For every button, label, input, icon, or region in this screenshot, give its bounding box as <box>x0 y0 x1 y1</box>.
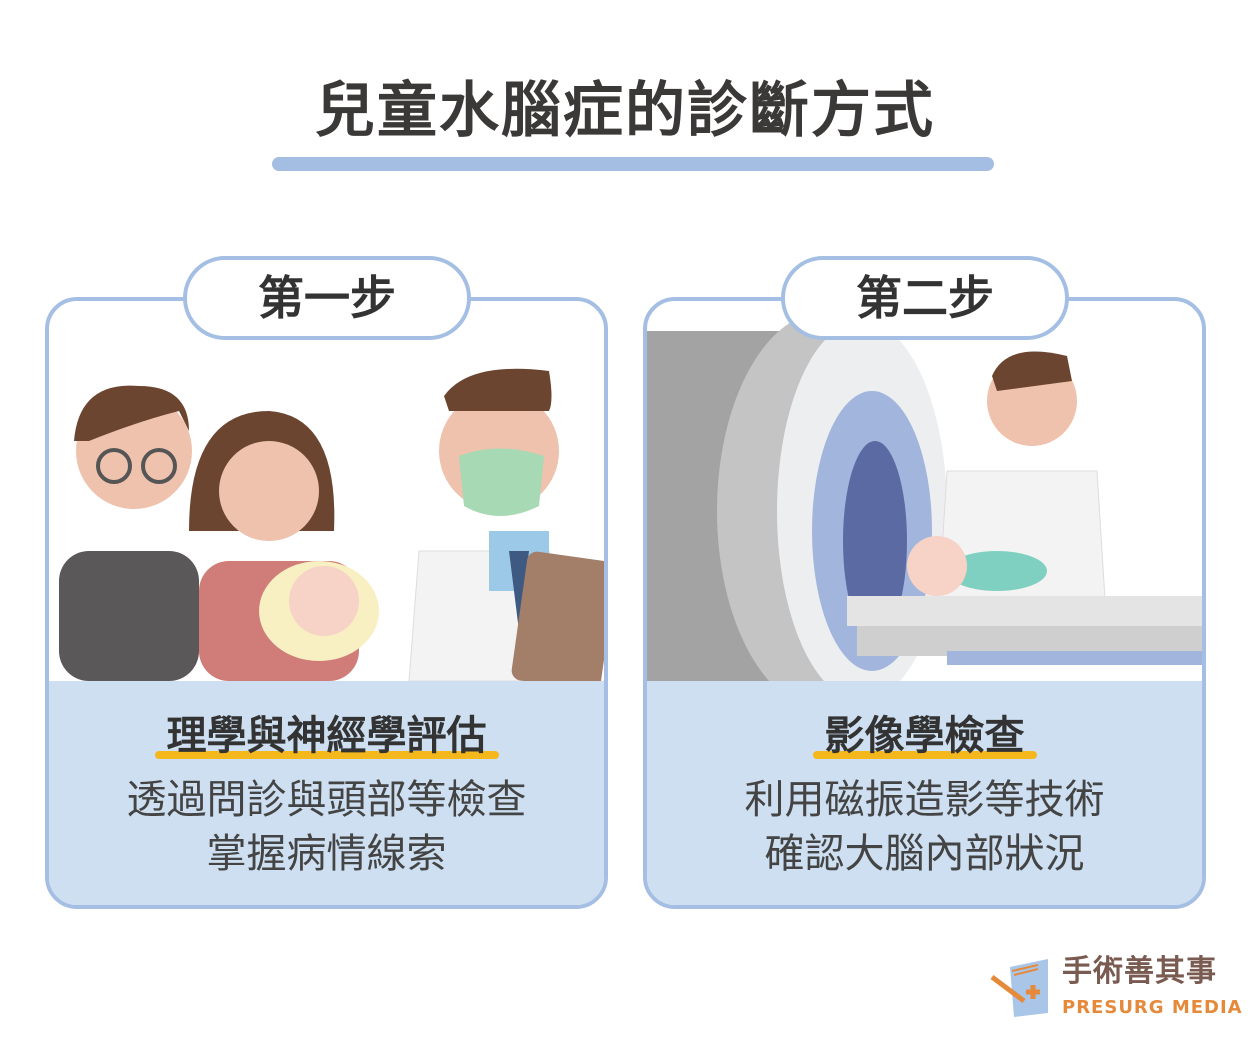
step-2-caption: 影像學檢查 利用磁振造影等技術 確認大腦內部狀況 <box>647 681 1202 905</box>
step-1-caption: 理學與神經學評估 透過問診與頭部等檢查 掌握病情線索 <box>49 681 604 905</box>
step-2-label: 第二步 <box>781 256 1069 340</box>
step-2-heading: 影像學檢查 <box>812 703 1037 761</box>
title-underline <box>272 157 994 171</box>
presurg-logo: 手術善其事 PRESURG MEDIA <box>990 955 1245 1027</box>
logo-name-en: PRESURG MEDIA <box>1062 997 1243 1018</box>
book-scalpel-icon <box>990 959 1048 1017</box>
logo-name-cn: 手術善其事 <box>1062 954 1217 989</box>
step-1-desc-line: 掌握病情線索 <box>206 831 447 877</box>
step-1-heading: 理學與神經學評估 <box>154 703 499 761</box>
step-2-desc-line: 確認大腦內部狀況 <box>764 831 1085 877</box>
step-2-desc-line: 利用磁振造影等技術 <box>744 777 1105 823</box>
step-1-desc-line: 透過問診與頭部等檢查 <box>126 777 527 823</box>
mri-scan-illustration <box>647 311 1202 681</box>
step-2-card: 影像學檢查 利用磁振造影等技術 確認大腦內部狀況 <box>643 297 1206 909</box>
step-1-card: 理學與神經學評估 透過問診與頭部等檢查 掌握病情線索 <box>45 297 608 909</box>
step-1-label: 第一步 <box>183 256 471 340</box>
page-title: 兒童水腦症的診斷方式 <box>315 76 935 146</box>
doctor-family-illustration <box>59 368 604 681</box>
